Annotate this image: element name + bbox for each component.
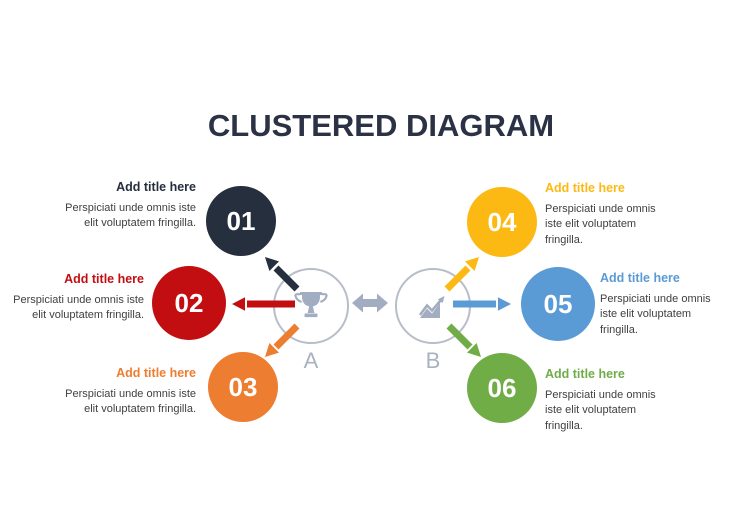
item-03-circle: 03	[208, 352, 278, 422]
item-01-number: 01	[226, 205, 256, 236]
item-05-number: 05	[543, 288, 573, 319]
hub-b-label: B	[425, 348, 441, 373]
item-03-body: Perspiciati unde omnis iste elit volupta…	[65, 388, 196, 416]
item-05-body: Perspiciati unde omnis iste elit volupta…	[600, 293, 711, 336]
item-03-text: Add title here Perspiciati unde omnis is…	[62, 366, 196, 418]
item-06-circle: 06	[467, 353, 537, 423]
growth-chart-icon	[418, 296, 445, 318]
item-02-text: Add title here Perspiciati unde omnis is…	[10, 272, 144, 324]
hub-a-circle	[273, 268, 349, 344]
item-04-number: 04	[487, 206, 517, 237]
item-06-text: Add title here Perspiciati unde omnis is…	[545, 367, 673, 434]
trophy-icon	[294, 292, 328, 318]
double-arrow-icon	[352, 293, 388, 313]
item-04-title: Add title here	[545, 181, 625, 195]
item-03-title: Add title here	[116, 366, 196, 380]
hub-b-circle	[395, 268, 471, 344]
page-title: CLUSTERED DIAGRAM	[207, 108, 555, 143]
item-04-text: Add title here Perspiciati unde omnis is…	[545, 181, 673, 248]
item-05-circle: 05	[521, 267, 595, 341]
item-02-body: Perspiciati unde omnis iste elit volupta…	[13, 294, 144, 322]
item-01-body: Perspiciati unde omnis iste elit volupta…	[65, 202, 196, 230]
item-04-body: Perspiciati unde omnis iste elit volupta…	[545, 203, 656, 246]
item-02-number: 02	[174, 287, 204, 318]
item-05-text: Add title here Perspiciati unde omnis is…	[600, 271, 728, 338]
item-01-title: Add title here	[116, 180, 196, 194]
item-01-text: Add title here Perspiciati unde omnis is…	[62, 180, 196, 232]
item-02-title: Add title here	[64, 272, 144, 286]
item-01-circle: 01	[206, 186, 276, 256]
hub-a-label: A	[303, 348, 319, 373]
item-06-number: 06	[487, 372, 517, 403]
item-03-number: 03	[228, 371, 258, 402]
item-05-title: Add title here	[600, 271, 680, 285]
item-04-circle: 04	[467, 187, 537, 257]
item-02-circle: 02	[152, 266, 226, 340]
item-06-body: Perspiciati unde omnis iste elit volupta…	[545, 389, 656, 432]
item-06-title: Add title here	[545, 367, 625, 381]
